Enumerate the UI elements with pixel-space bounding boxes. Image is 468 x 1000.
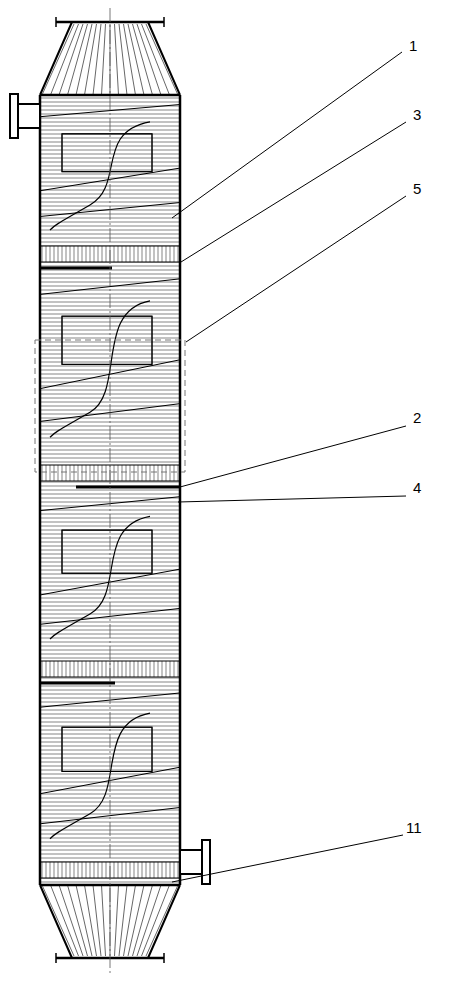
tube-sheet: [40, 94, 180, 97]
callout-number: 3: [412, 107, 422, 122]
center-line: [110, 8, 111, 975]
detail-box: [35, 340, 185, 472]
shell-wall: [179, 95, 182, 885]
callout-number: 4: [412, 480, 422, 495]
callout-number: 5: [412, 181, 422, 196]
callout-number: 2: [412, 410, 422, 425]
inlet-nozzle: [10, 94, 40, 138]
shell-wall: [39, 95, 42, 885]
callout-number: 11: [405, 820, 423, 835]
leader-line: [172, 52, 406, 882]
callout-number: 1: [408, 38, 418, 53]
